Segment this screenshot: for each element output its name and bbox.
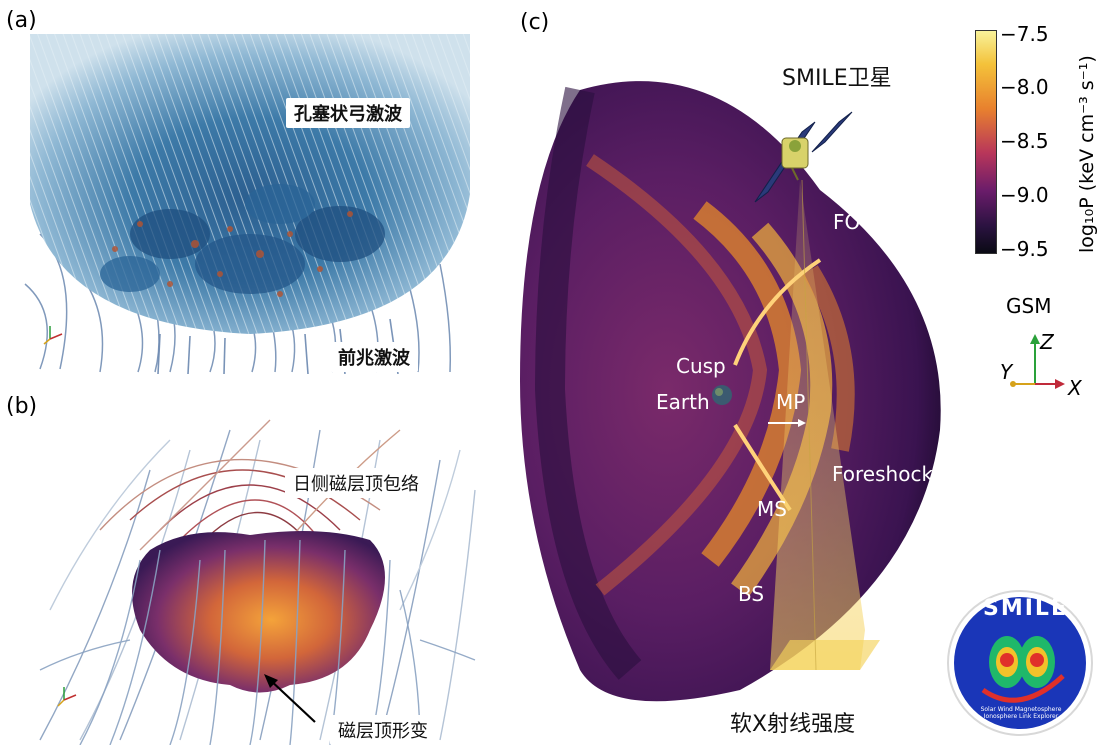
colorbar-label: log₁₀P (keV cm⁻³ s⁻¹) bbox=[1076, 55, 1098, 253]
mp-label: MP bbox=[776, 390, 806, 414]
colorbar-tick-1: −8.0 bbox=[1000, 75, 1049, 99]
colorbar-tick-0: −7.5 bbox=[1000, 22, 1049, 46]
mini-axes-b bbox=[57, 687, 77, 707]
foreshock-label: Foreshock bbox=[832, 462, 934, 486]
smile-logo-title: SMILE bbox=[983, 596, 1068, 621]
panel-b-letter: (b) bbox=[6, 394, 38, 419]
cusp-label: Cusp bbox=[676, 354, 726, 378]
mini-axes-a bbox=[43, 326, 63, 345]
smile-logo-ring-text: Solar Wind Magnetosphere Ionosphere Link… bbox=[980, 706, 1062, 720]
panel-b-top-label: 日侧磁层顶包络 bbox=[285, 468, 427, 498]
ms-label: MS bbox=[757, 497, 787, 521]
axis-z-label: Z bbox=[1040, 330, 1054, 354]
panel-b-figure bbox=[20, 410, 480, 745]
earth-label: Earth bbox=[656, 390, 710, 414]
fov-label-fov: FOV bbox=[833, 210, 874, 234]
panel-b-bottom-label: 磁层顶形变 bbox=[330, 715, 436, 745]
smile-satellite-icon bbox=[754, 111, 853, 203]
bow-shock-render bbox=[24, 34, 470, 374]
panel-a-top-label: 孔塞状弓激波 bbox=[286, 98, 410, 128]
soft-xray-render bbox=[520, 81, 941, 702]
colorbar-tick-3: −9.0 bbox=[1000, 183, 1049, 207]
sxi-fov-cone bbox=[770, 180, 865, 670]
magnetopause-render bbox=[39, 419, 476, 745]
panel-a-figure bbox=[20, 34, 472, 374]
smile-logo: SMILE Solar Wind Magnetosphere Ionospher… bbox=[945, 588, 1095, 738]
satellite-label: SMILE卫星 bbox=[782, 66, 892, 91]
axis-x-label: X bbox=[1068, 376, 1082, 400]
colorbar bbox=[975, 30, 997, 254]
fov-label-sxi: SXI bbox=[833, 182, 866, 206]
earth-icon bbox=[712, 385, 732, 405]
deformation-arrow bbox=[267, 677, 316, 723]
colorbar-tick-2: −8.5 bbox=[1000, 129, 1049, 153]
bs-label: BS bbox=[738, 582, 765, 606]
bottom-xray-label: 软X射线强度 bbox=[730, 712, 856, 737]
panel-a-letter: (a) bbox=[6, 8, 37, 33]
panel-c-figure bbox=[520, 30, 960, 710]
panel-a-bottom-label: 前兆激波 bbox=[330, 342, 418, 372]
colorbar-tick-4: −9.5 bbox=[1000, 237, 1049, 261]
gsm-title: GSM bbox=[1006, 294, 1052, 318]
axis-y-label: Y bbox=[1000, 360, 1013, 384]
gsm-axes bbox=[1010, 334, 1065, 389]
panel-c-letter: (c) bbox=[520, 10, 550, 35]
